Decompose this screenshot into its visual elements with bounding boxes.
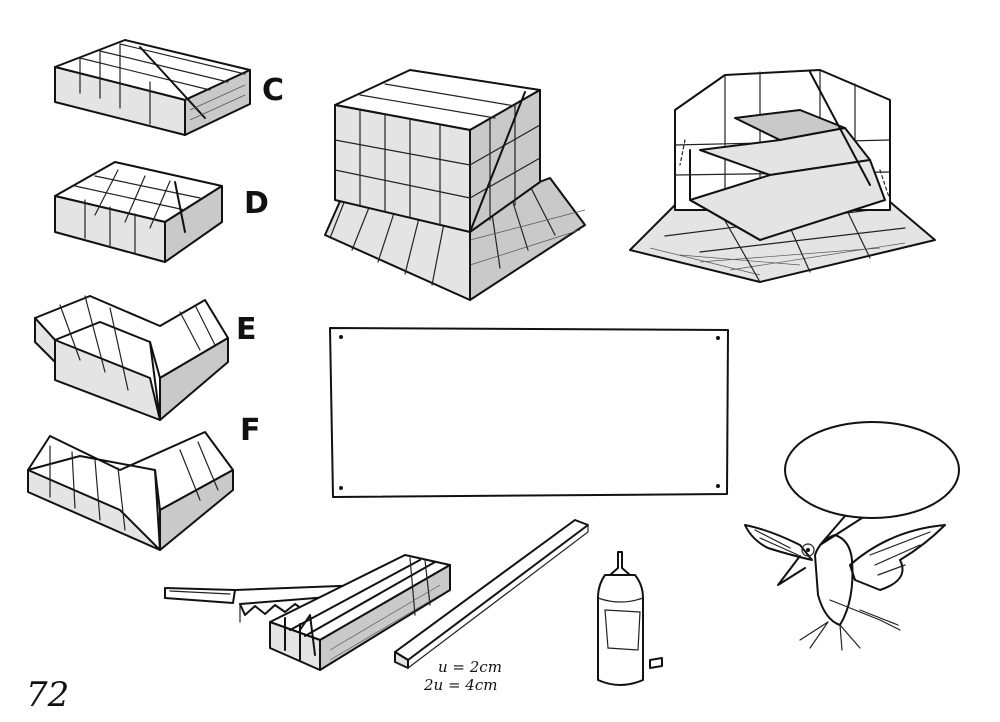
figure-e-corner-piece <box>34 295 229 421</box>
saw-icon <box>164 583 393 623</box>
mitre-box <box>269 554 451 671</box>
frame-corner-hole <box>716 336 720 340</box>
label-f: F <box>240 413 261 448</box>
figure-stepped-pyramid <box>629 69 936 283</box>
unit-annotation-1: u = 2cm <box>438 658 502 676</box>
figure-c-block-set <box>54 39 251 136</box>
glue-bottle-icon <box>597 551 663 686</box>
figure-f-corner-piece <box>27 431 234 551</box>
label-e: E <box>236 312 257 347</box>
figure-cube-on-frame <box>324 69 586 301</box>
label-c: C <box>262 73 284 108</box>
unit-annotation-2: 2u = 4cm <box>423 676 497 694</box>
label-d: D <box>244 186 269 221</box>
blank-frame <box>329 327 729 498</box>
frame-corner-hole <box>716 484 720 488</box>
figure-d-block-set <box>54 161 223 263</box>
speech-bubble <box>784 421 960 519</box>
frame-corner-hole <box>339 486 343 490</box>
frame-corner-hole <box>339 335 343 339</box>
wood-strip <box>394 519 589 669</box>
bird-character <box>744 421 960 651</box>
page-number: 72 <box>26 675 69 715</box>
